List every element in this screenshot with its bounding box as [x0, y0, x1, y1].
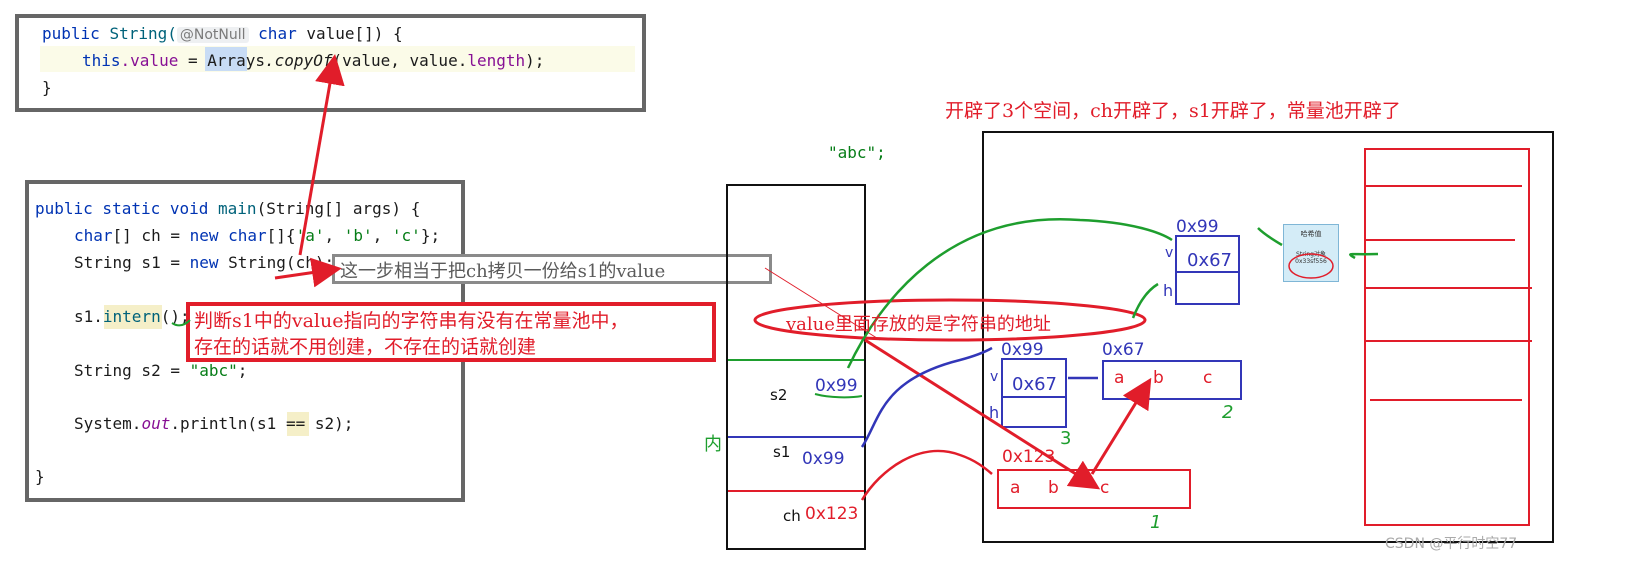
stack-s2-label: s2 — [770, 386, 788, 404]
string-object-top-h: h — [1163, 281, 1174, 300]
code-line-main-close: } — [35, 467, 45, 486]
string-object-top — [1175, 235, 1240, 305]
string-object-top-divider — [1175, 271, 1240, 273]
string-object-mid-h: h — [989, 403, 1000, 422]
intern-highlight — [104, 305, 162, 329]
label-num-2: 2 — [1222, 402, 1234, 423]
copy-note-box — [332, 254, 772, 284]
arrow-value-to-array — [864, 338, 1101, 490]
pool-card-line2: 0x33sf556 — [1295, 258, 1327, 265]
stack-side-char: 内 — [704, 434, 722, 455]
intern-note-box — [186, 302, 716, 362]
red-curve-ch-to-array — [860, 449, 993, 501]
arrow-copy-to-copyof — [298, 54, 345, 256]
intern-note-line1: 判断s1中的value指向的字符串有没有在常量池中， — [194, 310, 629, 332]
eq-highlight — [287, 412, 309, 436]
arrow-array-up — [1090, 377, 1152, 475]
notnull-annotation: @NotNull — [176, 27, 249, 43]
green-curve-s2-to-top — [846, 217, 1173, 369]
heap-frame — [982, 131, 1554, 543]
string-object-top-v: v — [1165, 245, 1174, 261]
string-object-mid — [1001, 358, 1067, 428]
code-line-main-sig: public static void main(String[] args) { — [35, 199, 421, 218]
char-array-mid-c: c — [1203, 368, 1213, 388]
code-line-intern: s1.intern(); — [74, 307, 190, 326]
constant-pool-table — [1364, 148, 1530, 526]
value-note-ellipse — [753, 298, 1147, 342]
value-note-text: value里面存放的是字符串的地址 — [786, 314, 1051, 335]
stack-frame — [726, 184, 866, 550]
copy-note-text: 这一步相当于把ch拷贝一份给s1的value — [340, 261, 666, 282]
watermark: CSDN @平行时空77 — [1385, 536, 1518, 552]
string-object-mid-value: 0x67 — [1012, 374, 1058, 395]
intern-note-line2: 存在的话就不用创建，不存在的话就创建 — [194, 336, 537, 358]
string-object-mid-addr: 0x99 — [1001, 340, 1044, 360]
code-line-println: System.out.println(s1 == s2); — [74, 414, 354, 433]
string-object-top-value: 0x67 — [1187, 250, 1233, 271]
blue-curve-s1-to-object — [860, 346, 993, 448]
arrow-to-copy-note — [274, 257, 342, 288]
code-line-new-string: String s1 = new String(ch); — [74, 253, 335, 272]
code-box-constructor — [15, 14, 646, 112]
code-line-char-array: char[] ch = new char[]{'a', 'b', 'c'}; — [74, 226, 441, 245]
stack-ch-value: 0x123 — [805, 504, 859, 524]
stack-s2-value: 0x99 — [815, 376, 858, 396]
label-num-3: 3 — [1060, 428, 1072, 449]
string-object-mid-v: v — [990, 369, 999, 385]
abc-literal: "abc"; — [828, 143, 886, 162]
string-object-mid-divider — [1001, 396, 1067, 398]
char-array-bottom-a: a — [1010, 478, 1021, 498]
char-array-bottom-c: c — [1100, 478, 1110, 498]
stack-s1-value: 0x99 — [802, 449, 845, 469]
constant-pool-rows — [1366, 185, 1532, 401]
string-object-top-addr: 0x99 — [1176, 217, 1219, 237]
stack-s1-label: s1 — [773, 443, 791, 461]
pool-card-title: 哈希值 — [1300, 230, 1322, 238]
char-array-mid-b: b — [1153, 368, 1164, 388]
green-curve-card — [1257, 227, 1283, 247]
green-underline-intern — [171, 319, 191, 327]
pool-card-circle — [1288, 253, 1334, 279]
code-line-constructor-sig: public String(@NotNull char value[]) { — [42, 24, 403, 43]
stack-ch-label: ch — [783, 507, 801, 525]
cursor-highlight — [205, 47, 247, 71]
char-array-mid-addr: 0x67 — [1102, 340, 1145, 360]
green-curve-h — [1131, 282, 1159, 319]
label-num-1: 1 — [1150, 512, 1162, 533]
char-array-mid — [1102, 360, 1242, 400]
space-note: 开辟了3个空间，ch开辟了，s1开辟了，常量池开辟了 — [945, 100, 1401, 122]
char-array-bottom-b: b — [1048, 478, 1059, 498]
green-underline-s2 — [814, 393, 863, 399]
green-curve-pool — [1349, 252, 1379, 260]
code-line-string-s2: String s2 = "abc"; — [74, 361, 248, 380]
copy-note-pointer — [764, 267, 881, 341]
code-line-close: } — [42, 78, 52, 97]
char-array-mid-a: a — [1114, 368, 1125, 388]
